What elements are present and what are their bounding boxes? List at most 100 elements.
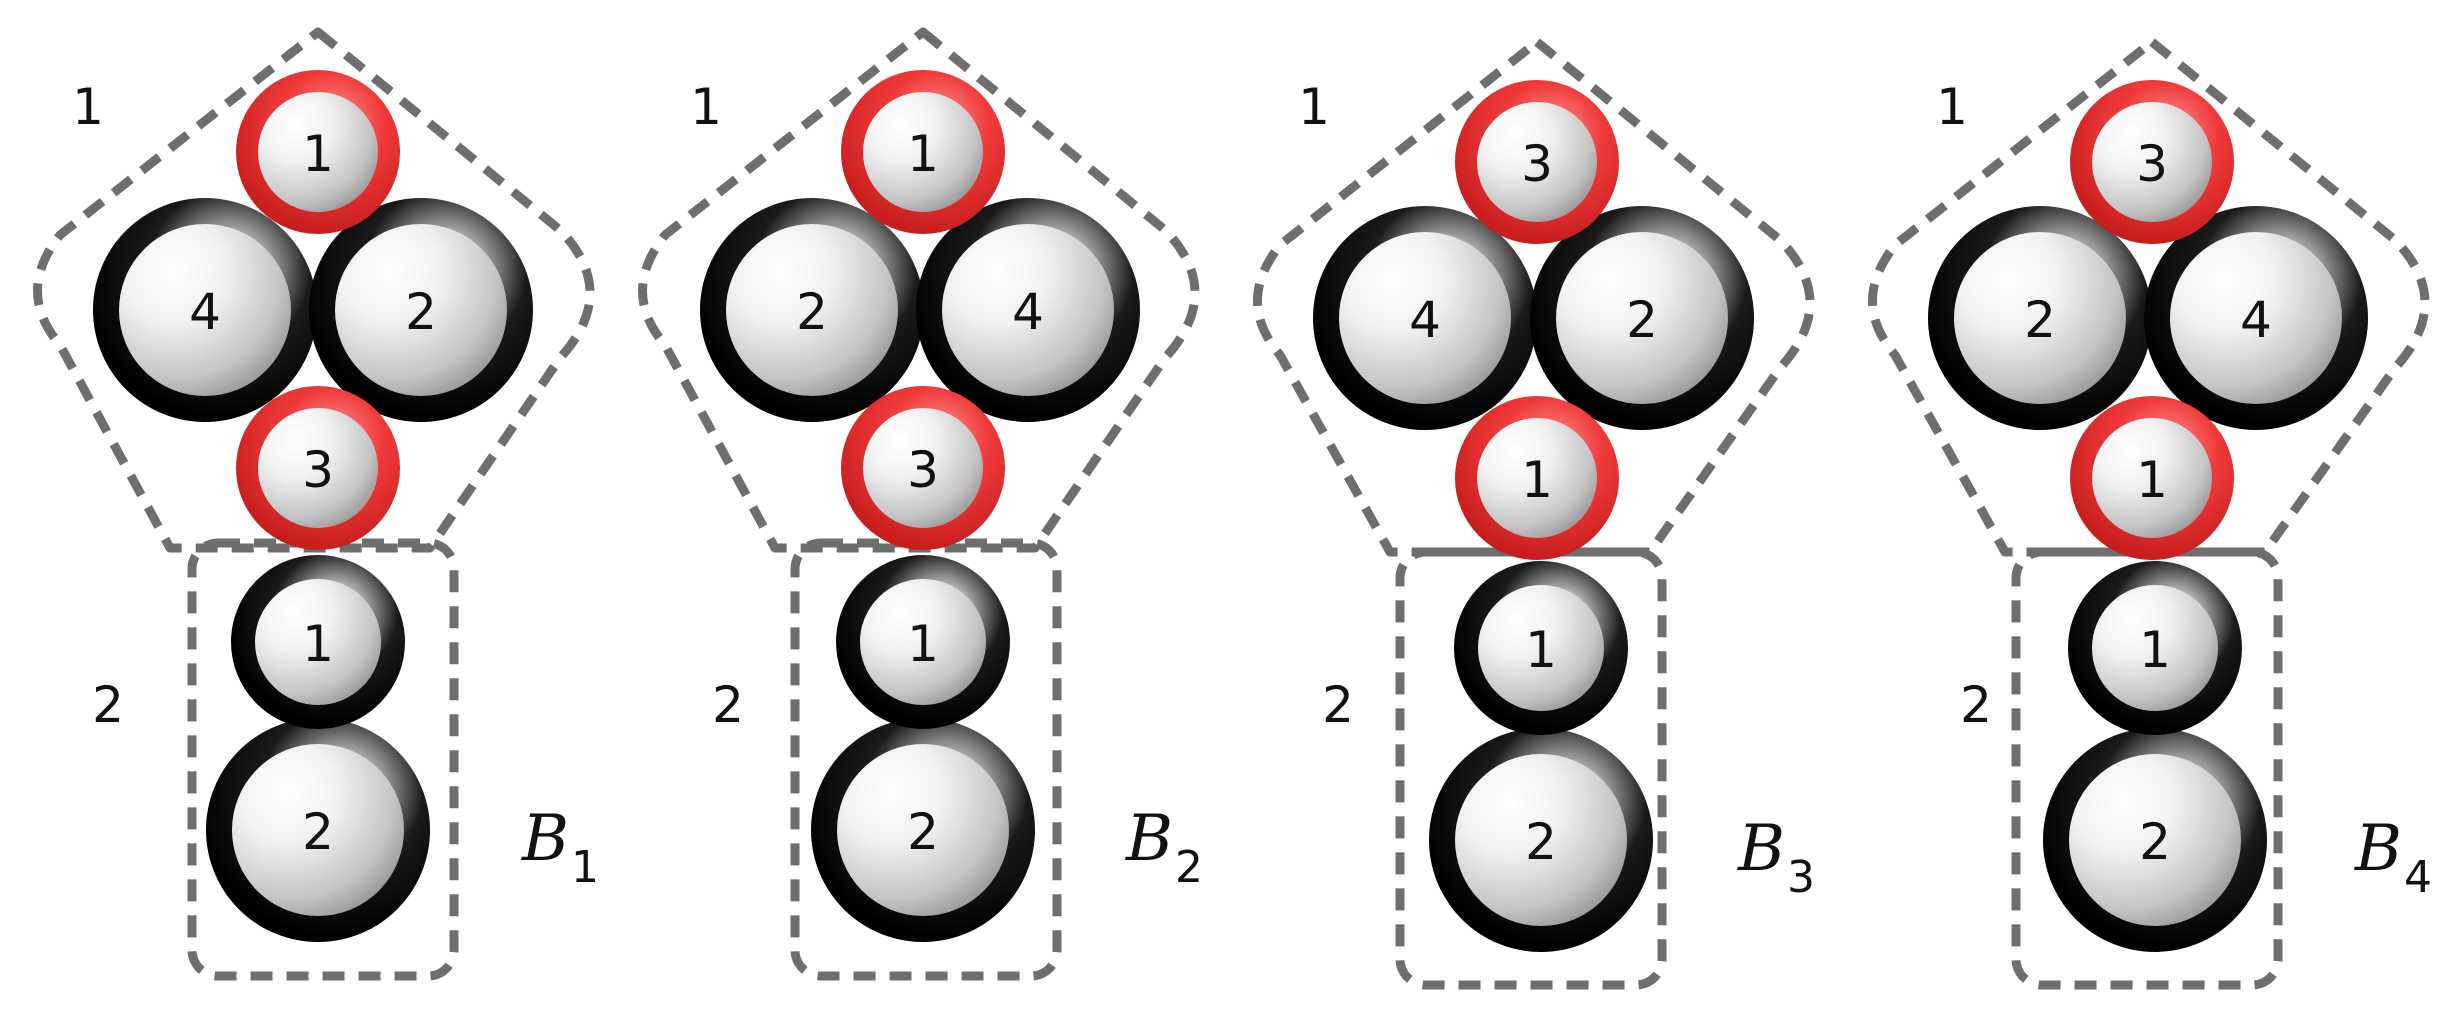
sphere-index-label: 2: [2024, 291, 2056, 349]
group-1-top-red-sphere: 1: [841, 70, 1005, 234]
group-2-label: 2: [1322, 676, 1354, 734]
sphere-body: [1554, 230, 1730, 406]
sphere-index-label: 3: [1521, 135, 1553, 193]
sphere-ring: [841, 386, 1005, 550]
group-2-dashed-outline: [1395, 547, 1667, 990]
sphere-ring: [2070, 80, 2234, 244]
group-1-right-sphere: 4: [2144, 206, 2368, 430]
group-2-large-sphere: 2: [2043, 728, 2267, 952]
sphere-body: [333, 222, 509, 398]
sphere-body: [2090, 100, 2214, 224]
sphere-index-label: 2: [2139, 813, 2171, 871]
group-1-label: 1: [690, 78, 722, 136]
sphere-ring: [1455, 396, 1619, 560]
sphere-body: [2090, 583, 2220, 713]
sphere-ring: [1928, 206, 2152, 430]
sphere-index-label: 3: [302, 441, 334, 499]
sphere-index-label: 1: [302, 125, 334, 183]
group-1-right-sphere: 2: [1530, 206, 1754, 430]
sphere-body: [861, 90, 985, 214]
basis-name: B2: [1125, 802, 1203, 893]
sphere-index-label: 2: [796, 283, 828, 341]
sphere-ring: [2070, 396, 2234, 560]
sphere-body: [1475, 416, 1599, 540]
sphere-ring: [1455, 80, 1619, 244]
sphere-body: [1952, 230, 2128, 406]
sphere-index-label: 2: [907, 803, 939, 861]
group-2-dashed-outline: [2011, 547, 2283, 990]
basis-letter: B: [2354, 812, 2402, 886]
sphere-index-label: 1: [302, 615, 334, 673]
sphere-index-label: 4: [189, 283, 221, 341]
sphere-body: [2067, 752, 2243, 928]
group-1-bottom-red-sphere: 1: [1455, 396, 1619, 560]
group-2-label: 2: [712, 676, 744, 734]
basis-letter: B: [521, 802, 569, 876]
sphere-ring: [236, 70, 400, 234]
sphere-body: [861, 406, 985, 530]
sphere-index-label: 2: [1525, 813, 1557, 871]
group-2-small-sphere: 1: [836, 555, 1010, 729]
sphere-ring: [236, 386, 400, 550]
sphere-body: [1337, 230, 1513, 406]
sphere-body: [1453, 752, 1629, 928]
basis-subscript: 4: [2404, 852, 2432, 903]
group-1-top-red-sphere: 3: [1455, 80, 1619, 244]
group-1-right-sphere: 4: [916, 198, 1140, 422]
sphere-ring: [841, 70, 1005, 234]
sphere-index-label: 4: [1409, 291, 1441, 349]
sphere-index-label: 1: [2139, 621, 2171, 679]
group-1-right-sphere: 2: [309, 198, 533, 422]
basis-name: B3: [1737, 812, 1815, 903]
group-1-dashed-outline: [638, 27, 1200, 553]
basis-letter: B: [1125, 802, 1173, 876]
sphere-ring: [2068, 561, 2242, 735]
sphere-body: [253, 577, 383, 707]
sphere-index-label: 1: [907, 125, 939, 183]
basis-subscript: 3: [1787, 852, 1815, 903]
group-2-label: 2: [92, 676, 124, 734]
sphere-ring: [1530, 206, 1754, 430]
group-1-top-red-sphere: 3: [2070, 80, 2234, 244]
group-2-large-sphere: 2: [1429, 728, 1653, 952]
group-1-left-sphere: 4: [1313, 206, 1537, 430]
group-1-label: 1: [1298, 78, 1330, 136]
sphere-index-label: 4: [2240, 291, 2272, 349]
basis-name: B4: [2354, 812, 2432, 903]
group-2-dashed-outline: [187, 538, 459, 981]
sphere-body: [1476, 583, 1606, 713]
group-1-left-sphere: 4: [93, 198, 317, 422]
basis-subscript: 1: [571, 842, 599, 893]
group-1-top-red-sphere: 1: [236, 70, 400, 234]
group-2-small-sphere: 1: [2068, 561, 2242, 735]
sphere-ring: [2144, 206, 2368, 430]
sphere-body: [117, 222, 293, 398]
sphere-ring: [811, 718, 1035, 942]
sphere-ring: [231, 555, 405, 729]
group-1-bottom-red-sphere: 1: [2070, 396, 2234, 560]
sphere-ring: [2043, 728, 2267, 952]
group-1-left-sphere: 2: [1928, 206, 2152, 430]
group-2-small-sphere: 1: [231, 555, 405, 729]
group-1-bottom-red-sphere: 3: [841, 386, 1005, 550]
sphere-index-label: 2: [1626, 291, 1658, 349]
sphere-body: [1475, 100, 1599, 224]
sphere-body: [256, 406, 380, 530]
sphere-ring: [1429, 728, 1653, 952]
basis-name: B1: [521, 802, 599, 893]
sphere-index-label: 2: [302, 803, 334, 861]
sphere-ring: [1454, 561, 1628, 735]
basis-letter: B: [1737, 812, 1785, 886]
sphere-body: [835, 742, 1011, 918]
sphere-ring: [206, 718, 430, 942]
sphere-index-label: 1: [907, 615, 939, 673]
sphere-body: [2090, 416, 2214, 540]
group-2-label: 2: [1960, 676, 1992, 734]
sphere-ring: [916, 198, 1140, 422]
group-1-left-sphere: 2: [700, 198, 924, 422]
sphere-ring: [309, 198, 533, 422]
sphere-ring: [1313, 206, 1537, 430]
group-1-label: 1: [1936, 78, 1968, 136]
